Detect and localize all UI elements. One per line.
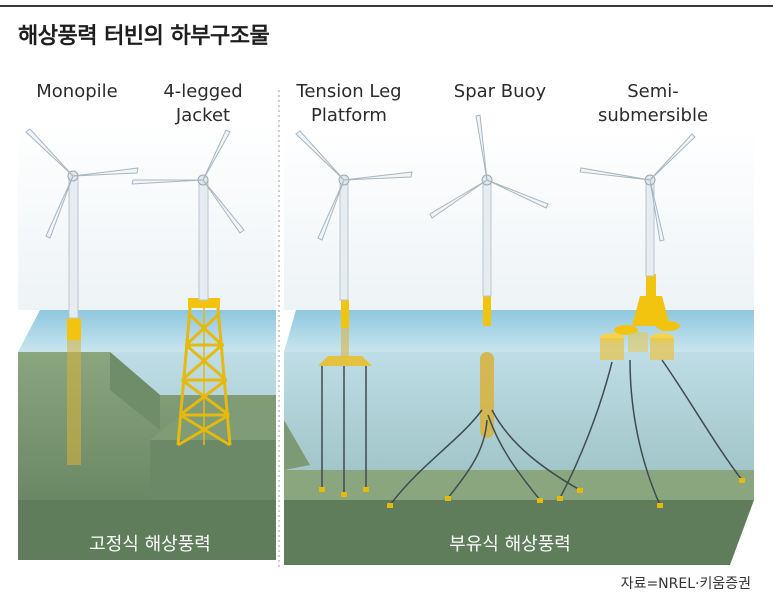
label-jacket-line2: Jacket [175, 105, 231, 126]
tlp-structure [318, 300, 372, 497]
top-rule [0, 5, 773, 7]
floating-panel [284, 114, 754, 565]
zone-fixed-label: 고정식 해상풍력 [89, 534, 211, 555]
label-jacket: 4-legged Jacket [148, 80, 258, 128]
source-credit: 자료=NREL·키움증권 [620, 576, 751, 592]
monopile-turbine [25, 128, 139, 319]
semi-turbine [579, 133, 696, 277]
label-semi-line1: Semi- [627, 81, 679, 102]
fixed-seabed-front [18, 500, 276, 560]
jacket-structure [176, 298, 232, 447]
label-monopile: Monopile [22, 80, 132, 104]
label-spar-line1: Spar Buoy [453, 81, 547, 102]
fixed-sea-surface [18, 310, 276, 352]
tlp-turbine [295, 130, 413, 301]
spar-turbine [429, 114, 549, 297]
label-jacket-line1: 4-legged [163, 81, 243, 102]
label-monopile-line1: Monopile [36, 81, 118, 102]
zone-floating-label: 부유식 해상풍력 [449, 534, 571, 555]
monopile-structure [67, 318, 81, 465]
spar-structure [387, 296, 583, 508]
diagram-title: 해상풍력 터빈의 하부구조물 [18, 24, 270, 49]
label-tlp-line2: Platform [311, 105, 387, 126]
label-semi-line2: submersible [597, 105, 709, 126]
label-tlp: Tension Leg Platform [286, 80, 412, 128]
floating-seabed-top [284, 470, 754, 500]
label-spar: Spar Buoy [440, 80, 560, 104]
jacket-turbine [131, 129, 245, 301]
floating-sea-surface [284, 310, 754, 352]
fixed-panel [18, 120, 276, 560]
label-semi: Semi- submersible [588, 80, 718, 128]
label-tlp-line1: Tension Leg [296, 81, 402, 102]
semi-structure [557, 274, 745, 508]
floating-seabed-front [284, 500, 754, 565]
